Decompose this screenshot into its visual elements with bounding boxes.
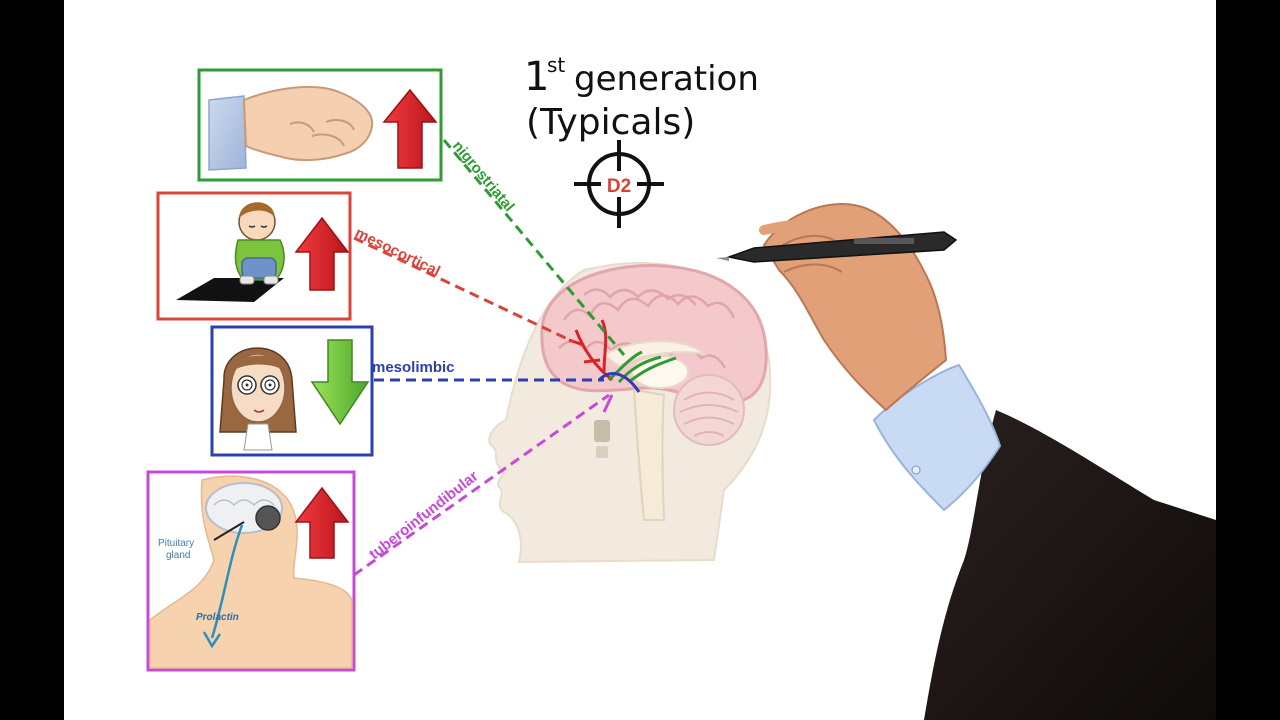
up-arrow-icon: [294, 216, 350, 291]
mesolimbic-label: mesolimbic: [372, 359, 455, 376]
tremor-hand-icon: [242, 86, 374, 162]
shadow-icon: [176, 278, 284, 302]
shirt-cuff-icon: [872, 363, 1002, 512]
mesocortical-label: mesocortical: [352, 224, 443, 280]
pituitary-label-2: gland: [166, 550, 190, 561]
pituitary-label-1: Pituitary: [158, 538, 194, 549]
tuberoinfundibular-line: [353, 393, 610, 577]
nigrostriatal-label: nigrostriatal: [449, 138, 518, 215]
panel-nigrostriatal: [197, 68, 443, 182]
up-arrow-icon: [382, 88, 438, 169]
heading: 1 st generation (Typicals): [524, 53, 759, 143]
whiteboard-canvas: 1 st generation (Typicals) D2: [64, 0, 1216, 720]
d2-label: D2: [607, 176, 631, 197]
d2-target-icon: D2: [574, 140, 664, 228]
heading-ordinal-suffix: st: [547, 53, 565, 77]
tuberoinfundibular-label: tuberoinfundibular: [366, 468, 482, 564]
up-arrow-icon: [294, 486, 350, 559]
heading-ordinal: 1: [524, 54, 549, 100]
nigrostriatal-line: [442, 139, 626, 356]
panel-mesolimbic: [210, 325, 374, 457]
mesocortical-line: [353, 236, 575, 344]
heading-typicals: (Typicals): [526, 102, 695, 143]
prolactin-flow-arrow: [210, 524, 244, 639]
suit-sleeve-icon: [924, 410, 1216, 720]
heading-generation: generation: [574, 59, 759, 99]
sleeve-icon: [208, 95, 247, 171]
diagram-svg: 1 st generation (Typicals) D2: [146, 53, 1216, 720]
connector-lines: [353, 139, 626, 577]
down-arrow-icon: [310, 339, 370, 426]
prolactin-label: Prolactin: [196, 612, 239, 623]
panel-mesocortical: [156, 191, 352, 321]
presenter-hand-illustration: [716, 203, 1216, 720]
brain-sagittal-illustration: [488, 261, 772, 564]
panel-tuberoinfundibular: Pituitary gland Prolactin: [146, 470, 356, 672]
body-silhouette-icon: [149, 475, 353, 669]
